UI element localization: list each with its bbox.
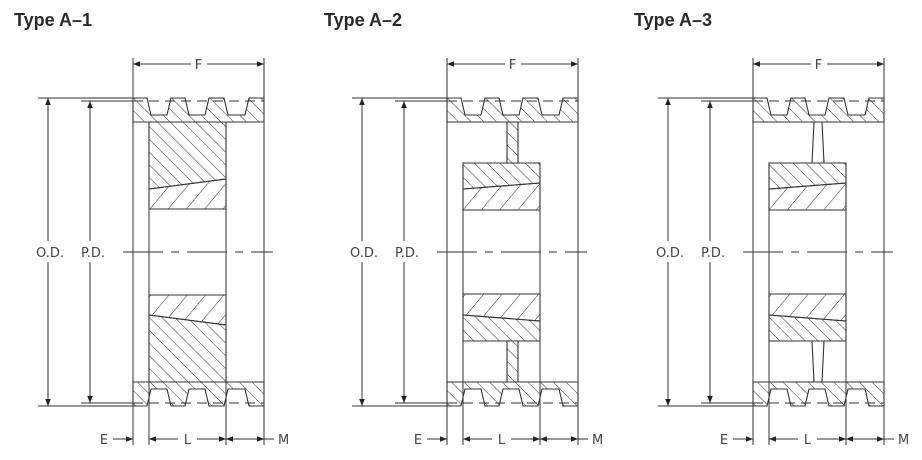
rim-top xyxy=(132,97,265,123)
web-bottom xyxy=(811,340,825,383)
pulley-2: F O.D. P.D. E L M xyxy=(350,58,603,448)
hub-bottom xyxy=(148,314,227,383)
label-PD: P.D. xyxy=(395,246,419,261)
label-E: E xyxy=(720,433,728,448)
label-E: E xyxy=(414,433,422,448)
label-M: M xyxy=(898,433,909,448)
rim-bottom xyxy=(446,381,579,407)
rim-top xyxy=(446,97,579,123)
rim-bottom xyxy=(132,381,265,407)
label-L: L xyxy=(498,433,506,448)
hub-top xyxy=(148,121,227,190)
diagram-title-a2: Type A–2 xyxy=(324,10,403,30)
label-OD: O.D. xyxy=(656,246,684,261)
pulley-3: F O.D. P.D. E L M xyxy=(656,58,909,448)
label-F: F xyxy=(815,58,822,73)
web-bottom xyxy=(506,340,519,383)
web-top xyxy=(811,121,825,164)
label-OD: O.D. xyxy=(36,246,64,261)
label-PD: P.D. xyxy=(701,246,725,261)
label-L: L xyxy=(804,433,812,448)
rim-bottom xyxy=(752,381,885,407)
label-OD: O.D. xyxy=(350,246,378,261)
diagram-title-a1: Type A–1 xyxy=(14,10,93,30)
diagram-title-a3: Type A–3 xyxy=(634,10,713,30)
rim-top xyxy=(752,97,885,123)
label-M: M xyxy=(592,433,603,448)
label-M: M xyxy=(278,433,289,448)
label-F: F xyxy=(195,58,202,73)
label-E: E xyxy=(100,433,108,448)
label-F: F xyxy=(509,58,516,73)
pulley-1: F O.D. P.D. E L M xyxy=(36,58,289,448)
web-top xyxy=(506,121,519,164)
label-L: L xyxy=(184,433,192,448)
label-PD: P.D. xyxy=(81,246,105,261)
